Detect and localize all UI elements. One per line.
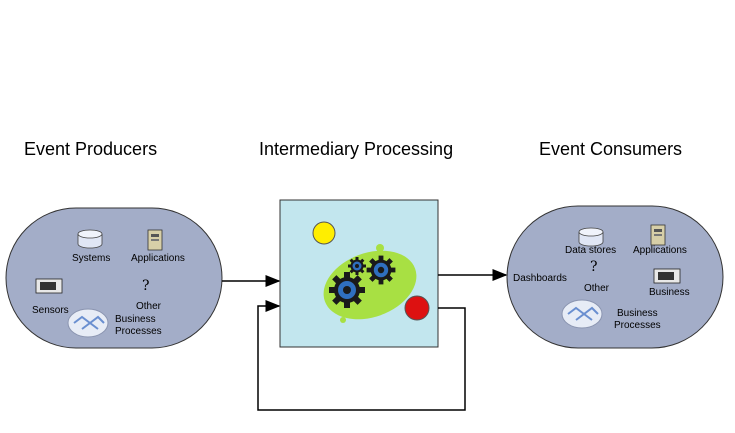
dashboards-label: Dashboards [513, 273, 567, 284]
business-process-icon [561, 299, 603, 329]
applications-label: Applications [131, 253, 185, 264]
computer-tower-icon [147, 229, 163, 251]
server-icon [35, 278, 63, 294]
other-label: Other [136, 301, 162, 312]
processing-heading: Intermediary Processing [259, 139, 454, 159]
producers-group [5, 207, 223, 349]
business-label: Business [649, 287, 690, 298]
processes-label: Processes [115, 326, 162, 337]
server-icon [653, 268, 681, 284]
consumers-heading: Event Consumers [539, 139, 683, 159]
feedback-loop-arrow [257, 300, 466, 411]
yellow-event-circle [312, 221, 336, 245]
question-mark-icon: ? [142, 278, 150, 294]
systems-label: Systems [72, 253, 111, 264]
processes-label: Processes [614, 320, 661, 331]
blob-dot [340, 317, 346, 323]
business-process-icon [67, 308, 109, 338]
other-label: Other [584, 283, 610, 294]
data-stores-label: Data stores [565, 245, 617, 256]
database-icon [578, 227, 604, 247]
business-process-label: Business [617, 308, 658, 319]
producers-heading: Event Producers [24, 139, 158, 159]
computer-tower-icon [650, 224, 666, 246]
blob-dot [376, 244, 384, 252]
question-mark-icon: ? [590, 259, 598, 275]
red-event-circle [404, 295, 430, 321]
business-label: Business [115, 314, 156, 325]
sensors-label: Sensors [32, 305, 69, 316]
database-icon [77, 229, 103, 249]
applications-label: Applications [633, 245, 687, 256]
